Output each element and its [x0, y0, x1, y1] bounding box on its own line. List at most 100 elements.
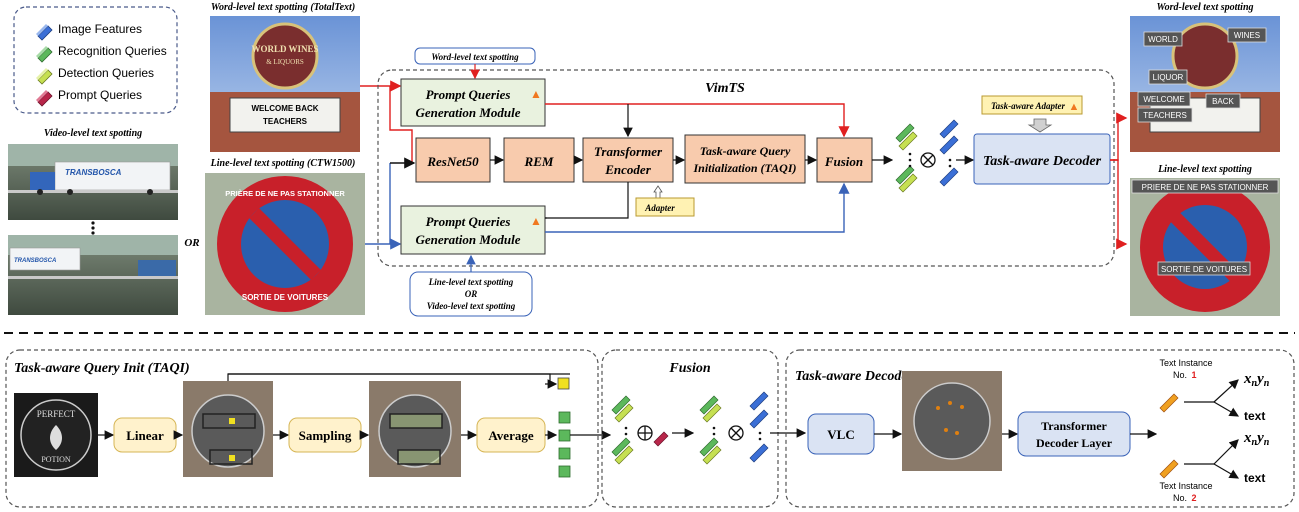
decoder-block — [973, 133, 1111, 185]
instance2-no: No. — [1173, 493, 1187, 503]
prompt-module-bottom-line2: Generation Module — [415, 232, 520, 247]
linear-label: Linear — [126, 428, 164, 443]
instance1-no: No. — [1173, 370, 1187, 380]
vimts-title: VimTS — [705, 81, 745, 96]
prompt-module-top-line1: Prompt Queries — [426, 87, 511, 102]
legend-icon-prompt-queries — [36, 90, 53, 107]
legend: Image Features Recognition Queries Detec… — [13, 6, 178, 114]
fusion-query-stack — [611, 395, 634, 465]
logo-bottom-text: & LIQUORS — [266, 58, 304, 66]
encoder-to-prompt-line — [545, 182, 629, 219]
caption-line-level-out: Line-level text spotting — [1157, 164, 1252, 175]
line-level-input-image: PRIÈRE DE NE PAS STATIONNER SORTIE DE VO… — [205, 173, 365, 315]
line-prompt-label-2: OR — [465, 289, 478, 299]
recognition-query-squares — [558, 411, 571, 478]
instance1-label: Text Instance — [1159, 358, 1212, 368]
transformer-encoder-line1: Transformer — [594, 144, 663, 159]
decoder-to-line-output — [1110, 159, 1128, 250]
otimes-icon — [920, 152, 936, 168]
resnet-label: ResNet50 — [426, 154, 479, 169]
transformer-encoder-block — [582, 137, 674, 183]
detection-query-square — [557, 377, 570, 390]
instance2-coord-arrow — [1213, 439, 1239, 465]
bypass-connector — [228, 373, 551, 384]
adapter-box — [635, 197, 695, 217]
instance1-num: 1 — [1191, 370, 1196, 380]
instance1-coord: xnyn — [1243, 371, 1270, 389]
logo-top-text: WORLD WINES — [251, 44, 318, 54]
fire-icon: ▲ — [530, 214, 542, 228]
taqi-detail-frame — [5, 349, 599, 508]
transformer-encoder-line2: Encoder — [604, 162, 651, 177]
otimes-icon — [728, 425, 744, 441]
sampled-image — [369, 381, 461, 477]
legend-label-detection-queries: Detection Queries — [58, 66, 154, 80]
vimts-frame — [377, 69, 1115, 267]
legend-label-image-features: Image Features — [58, 22, 142, 36]
word-level-input-image: WORLD WINES & LIQUORS WELCOME BACK TEACH… — [210, 16, 360, 152]
attention-image — [902, 371, 1002, 471]
prompt-module-top — [400, 78, 546, 127]
word-tag-liquor: LIQUOR — [1153, 73, 1184, 82]
caption-line-level-ctw1500: Line-level text spotting (CTW1500) — [210, 158, 356, 169]
ellipsis-dots — [91, 221, 95, 235]
taqi-block — [684, 134, 806, 184]
fusion-label: Fusion — [824, 154, 863, 169]
truck-brand-2: TRANSBOSCA — [14, 258, 56, 264]
decoder-label: Task-aware Decoder — [983, 154, 1102, 169]
rem-label: REM — [524, 154, 554, 169]
oplus-icon — [637, 425, 653, 441]
average-label: Average — [488, 428, 533, 443]
caption-word-level-totaltext: Word-level text spotting (TotalText) — [211, 2, 355, 13]
taqi-detail-title: Task-aware Query Init (TAQI) — [14, 361, 190, 376]
word-tag-teachers: TEACHERS — [1143, 111, 1187, 120]
caption-word-level-out: Word-level text spotting — [1156, 2, 1253, 13]
word-tag-welcome: WELCOME — [1143, 95, 1184, 104]
bypass-line — [227, 373, 570, 381]
instance1-text: text — [1244, 409, 1265, 423]
decoder-to-word-output — [1110, 112, 1128, 161]
query-stack-left — [895, 123, 918, 193]
legend-icon-detection-queries — [36, 68, 53, 85]
taqi-line1: Task-aware Query — [700, 144, 791, 158]
legend-icon-image-features — [36, 24, 53, 41]
legend-icon-recognition-queries — [36, 46, 53, 63]
word-tag-back: BACK — [1212, 97, 1234, 106]
prompt-query-icon — [653, 431, 669, 447]
legend-box — [13, 6, 178, 114]
prompt-module-bottom-line1: Prompt Queries — [426, 214, 511, 229]
taqi-line2: Initialization (TAQI) — [692, 161, 796, 175]
legend-label-recognition-queries: Recognition Queries — [58, 44, 167, 58]
image-features-stack — [939, 119, 959, 187]
tdl-line2: Decoder Layer — [1036, 436, 1113, 450]
task-adapter-label: Task-aware Adapter — [991, 101, 1066, 111]
perfect-potion-image: PERFECT POTION — [14, 393, 98, 477]
adapter-up-arrow — [653, 185, 663, 199]
caption-video-level: Video-level text spotting — [44, 128, 142, 139]
word-prompt-label: Word-level text spotting — [431, 52, 519, 62]
linear-output-image — [183, 381, 273, 477]
word-tag-world: WORLD — [1148, 35, 1178, 44]
instance1-text-arrow — [1213, 401, 1240, 417]
legend-label-prompt-queries: Prompt Queries — [58, 88, 142, 102]
sign-line-1: WELCOME BACK — [251, 104, 318, 113]
prompt-bottom-to-fusion — [545, 182, 850, 233]
resnet-block — [415, 137, 491, 183]
sign-line-2: TEACHERS — [263, 117, 308, 126]
decoder-detail-frame — [785, 349, 1295, 508]
instance1-query-icon — [1159, 393, 1179, 413]
fusion-image-features — [749, 391, 769, 463]
sampling-label: Sampling — [299, 428, 352, 443]
fusion-detail-title: Fusion — [668, 361, 710, 376]
decoder-detail-title: Task-aware Decoder — [795, 369, 914, 384]
video-frame-2: TRANSBOSCA — [8, 235, 178, 315]
line-tag-bottom: SORTIE DE VOITURES — [1161, 265, 1247, 274]
fusion-detail-frame — [601, 349, 779, 508]
sign-bottom-text: SORTIE DE VOITURES — [242, 293, 329, 302]
video-frame-1: TRANSBOSCA — [8, 144, 178, 220]
prompt-module-top-line2: Generation Module — [415, 105, 520, 120]
or-label: OR — [184, 237, 199, 249]
instance2-query-icon — [1159, 459, 1179, 479]
line-tag-top: PRIERE DE NE PAS STATIONNER — [1142, 183, 1269, 192]
truck-brand-1: TRANSBOSCA — [65, 168, 122, 177]
